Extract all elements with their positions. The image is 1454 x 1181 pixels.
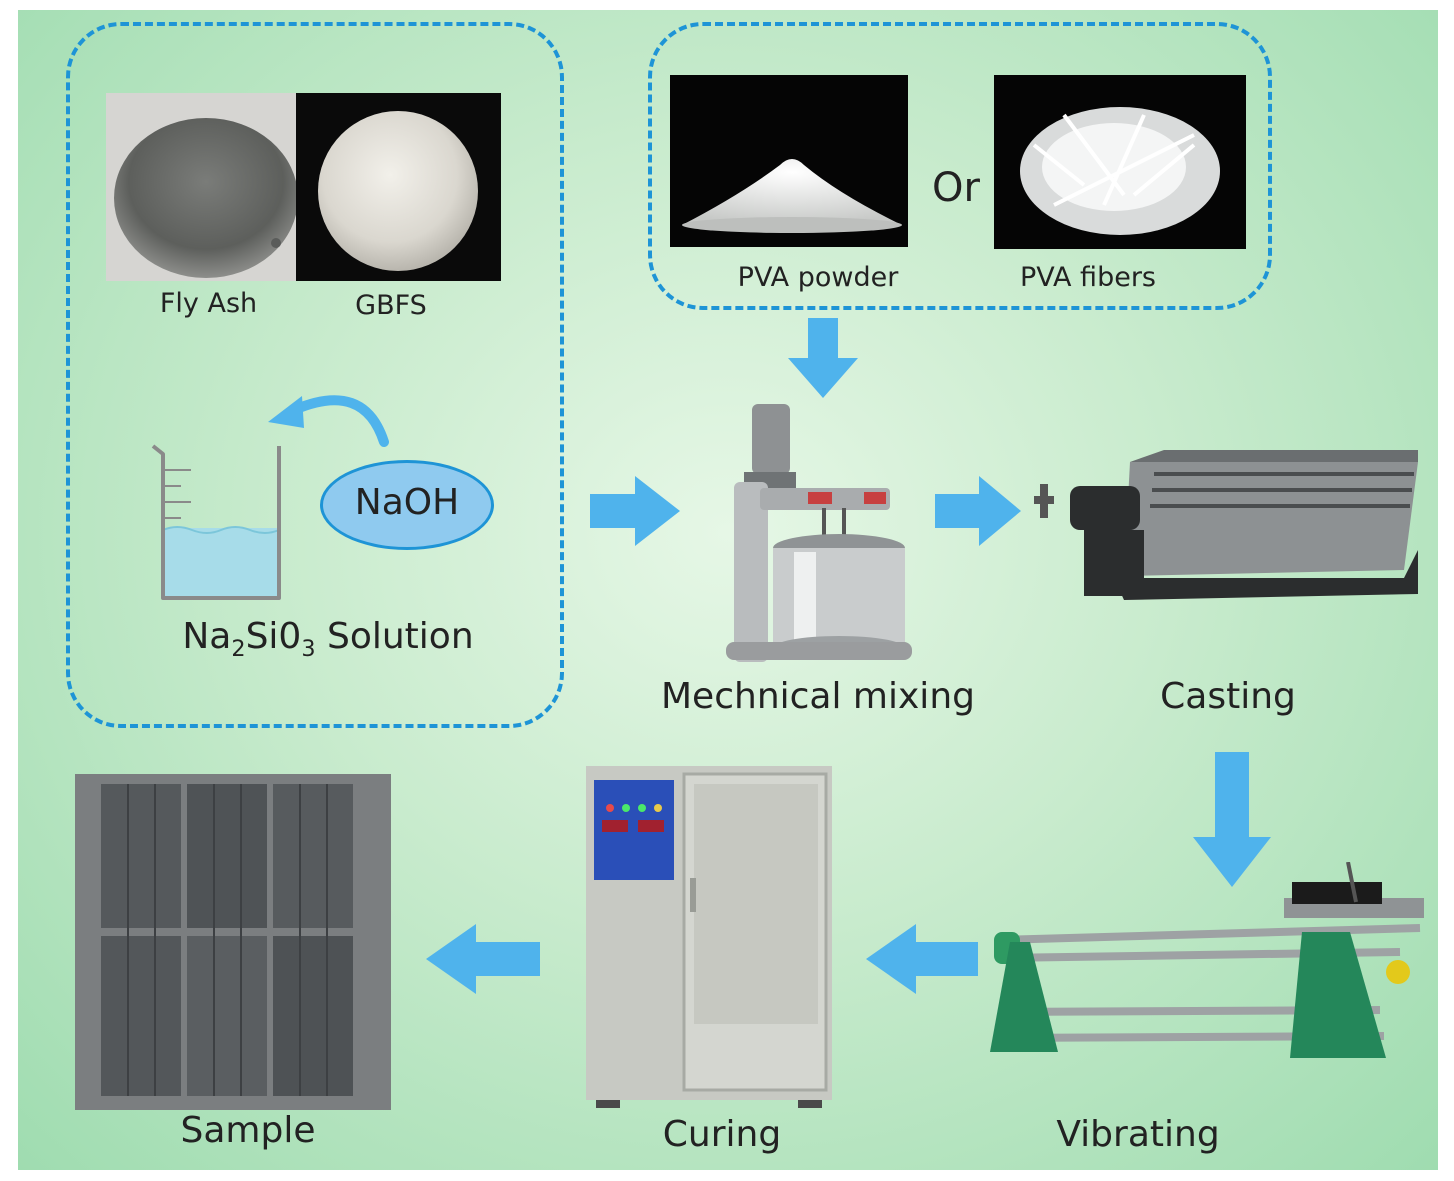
flow-arrow-icon	[935, 476, 1021, 546]
flow-arrow-icon	[1193, 752, 1271, 887]
mixing-label: Mechnical mixing	[661, 676, 975, 717]
beaker-icon	[151, 440, 301, 605]
casting-label: Casting	[1160, 676, 1296, 717]
pva-fibers-photo	[994, 75, 1246, 249]
curing-cabinet-photo	[586, 766, 832, 1108]
mixer-photo	[724, 402, 914, 672]
pva-additive-group	[648, 22, 1272, 310]
fly-ash-label: Fly Ash	[159, 288, 258, 319]
gbfs-label: GBFS	[355, 290, 427, 321]
process-diagram: Fly Ash GBFS NaO	[18, 10, 1438, 1170]
pva-powder-photo	[670, 75, 908, 247]
curing-label: Curing	[662, 1114, 782, 1155]
sample-label: Sample	[180, 1110, 316, 1151]
fly-ash-photo	[106, 93, 296, 281]
vibrating-table-photo	[990, 861, 1430, 1067]
or-label: Or	[932, 165, 980, 211]
raw-materials-group	[66, 22, 564, 728]
flow-arrow-icon	[426, 924, 540, 994]
pva-fibers-label: PVA fibers	[1019, 262, 1156, 293]
sample-photo	[75, 774, 391, 1110]
flow-arrow-icon	[590, 476, 680, 546]
vibrating-label: Vibrating	[1056, 1114, 1220, 1155]
casting-mold-photo	[1034, 450, 1418, 610]
flow-arrow-icon	[788, 318, 858, 398]
curved-arrow-icon	[254, 380, 394, 450]
solution-label: Na2Si03 Solution	[182, 616, 474, 662]
flow-arrow-icon	[866, 924, 978, 994]
naoh-label: NaOH	[354, 482, 460, 523]
gbfs-photo	[296, 93, 501, 281]
pva-powder-label: PVA powder	[737, 262, 899, 293]
naoh-ellipse	[320, 460, 494, 550]
